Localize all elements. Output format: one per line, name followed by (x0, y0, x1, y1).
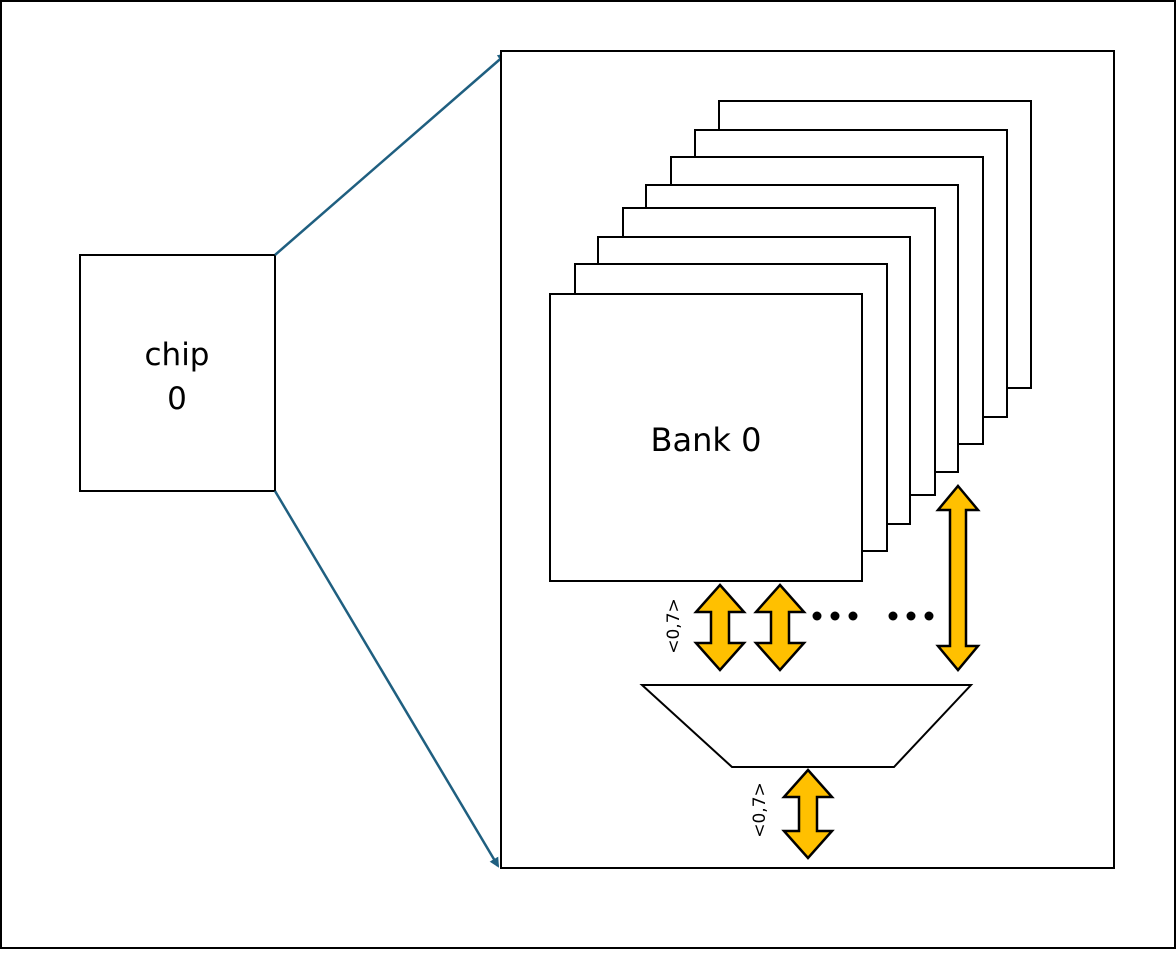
bus-arrow-last (935, 484, 981, 672)
zoom-line-bottom (273, 490, 500, 868)
bus-width-label-upper: <0,7> (664, 598, 684, 654)
bus-width-label-lower: <0,7> (750, 782, 770, 838)
bank-stack (549, 100, 1032, 582)
chip-label-line1: chip (145, 337, 210, 373)
chip-label-line2: 0 (167, 381, 187, 417)
chip-block (79, 254, 276, 492)
bank-0-block (549, 293, 863, 582)
bus-arrow-1 (693, 583, 747, 672)
ellipsis-dots-2 (888, 611, 934, 621)
bank-0-label: Bank 0 (651, 421, 762, 459)
zoom-line-top (274, 52, 508, 256)
ellipsis-dots-1 (812, 611, 858, 621)
bus-arrow-2 (753, 583, 807, 672)
mux-block (639, 684, 974, 768)
output-bus-arrow (781, 768, 835, 860)
